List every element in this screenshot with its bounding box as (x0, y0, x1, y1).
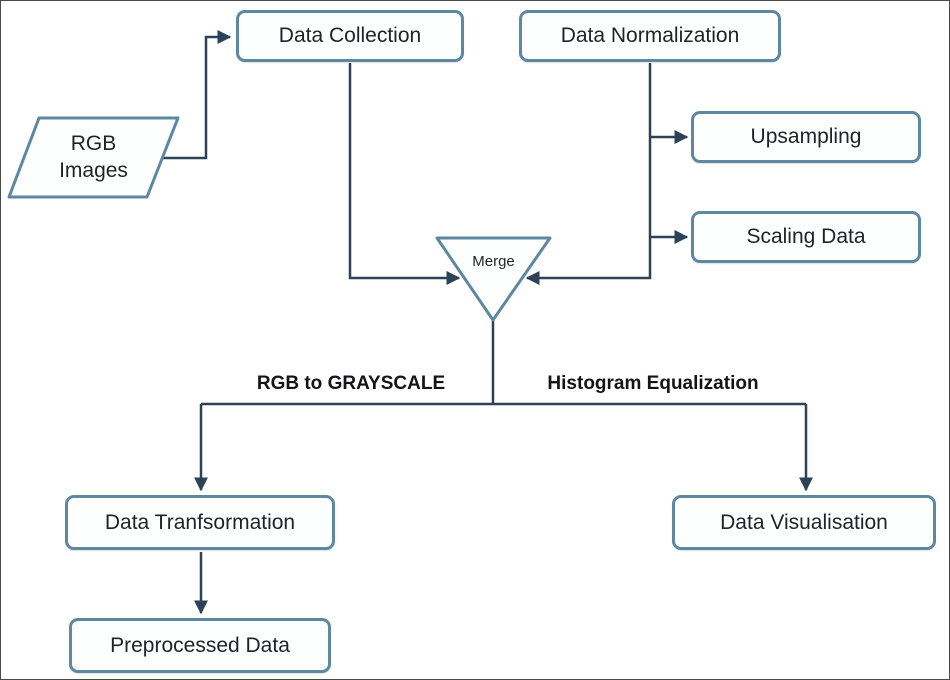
edge-label-rgb-to-grayscale: RGB to GRAYSCALE (256, 373, 446, 394)
node-upsampling: Upsampling (691, 111, 921, 163)
node-rgb-images: RGB Images (9, 118, 178, 197)
node-label: Data Visualisation (720, 510, 888, 534)
node-label: Data Tranfsormation (104, 510, 296, 534)
connector-datacollection-merge (348, 63, 461, 285)
node-preprocessed-data: Preprocessed Data (69, 618, 331, 673)
node-label: Scaling Data (746, 225, 866, 248)
rgb-images-label-line2: Images (59, 158, 128, 182)
connector-datanormalization-merge (525, 63, 652, 285)
node-data-normalization: Data Normalization (519, 10, 781, 62)
connector-rgbimages-datacollection (163, 30, 232, 160)
node-label: Preprocessed Data (110, 633, 290, 657)
edge-label-histogram-equalization: Histogram Equalization (547, 373, 759, 394)
node-label: Data Collection (278, 24, 422, 47)
merge-triangle (435, 236, 552, 322)
node-scaling-data: Scaling Data (691, 211, 921, 263)
node-data-visualisation: Data Visualisation (672, 495, 936, 550)
node-data-transformation: Data Tranfsormation (65, 495, 335, 550)
node-label: Upsampling (750, 125, 862, 148)
rgb-images-parallelogram (7, 116, 180, 199)
node-label: Data Normalization (560, 24, 740, 47)
node-data-collection: Data Collection (236, 10, 464, 62)
rgb-images-label-line1: RGB (70, 132, 117, 156)
node-merge-label: Merge (472, 253, 515, 270)
